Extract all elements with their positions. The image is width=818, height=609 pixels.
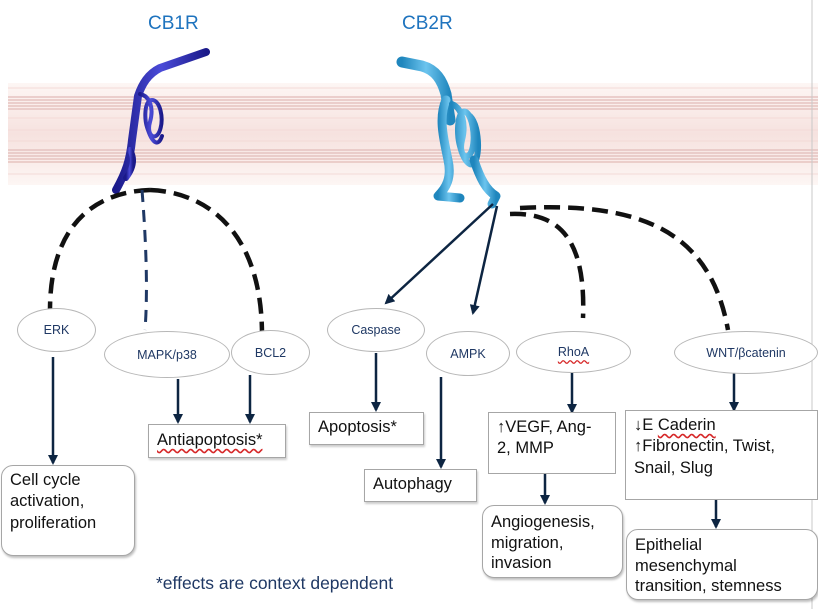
cell-membrane — [8, 0, 818, 609]
emt-line-3: transition, stemness — [635, 577, 782, 596]
cb1r-receptor-icon — [112, 48, 210, 194]
cb1r-label: CB1R — [148, 13, 199, 34]
caspase-node: Caspase — [327, 308, 425, 352]
bcl2-node: BCL2 — [231, 330, 310, 375]
angiogenesis-line-1: Angiogenesis, — [491, 513, 595, 531]
rhoa-node: RhoA — [516, 331, 631, 373]
ecad-arrow: ↓E — [634, 416, 658, 434]
antiapoptosis-label: Antiapoptosis* — [157, 431, 263, 449]
apoptosis-box: Apoptosis* — [309, 412, 424, 445]
angiogenesis-line-3: invasion — [491, 554, 552, 573]
emt-line-2: mesenchymal — [635, 556, 737, 575]
emt-outcome-box: Epithelial mesenchymal transition, stemn… — [626, 529, 818, 600]
cell-cycle-line-2: activation, — [10, 492, 85, 511]
cell-cycle-line-1: Cell cycle — [10, 471, 81, 489]
signal-arrows — [48, 203, 739, 529]
angiogenesis-line-2: migration, — [491, 533, 564, 552]
antiapoptosis-box: Antiapoptosis* — [148, 424, 286, 458]
fibro-line: ↑Fibronectin, Twist, — [634, 436, 809, 457]
cell-cycle-box: Cell cycle activation, proliferation — [1, 465, 135, 556]
ampk-node: AMPK — [426, 331, 510, 376]
snail-line: Snail, Slug — [634, 458, 713, 477]
rhoa-label: RhoA — [557, 345, 590, 359]
angiogenesis-box: Angiogenesis, migration, invasion — [482, 505, 623, 578]
fibro-arrow: ↑ — [634, 437, 643, 456]
vegf-line-1: ↑VEGF, Ang- — [497, 418, 592, 436]
cb1r-dashed-links — [47, 187, 265, 336]
cell-cycle-line-3: proliferation — [10, 513, 97, 532]
cb1r-mapk-dashed-link — [140, 189, 148, 331]
autophagy-box: Autophagy — [364, 469, 477, 502]
vegf-box: ↑VEGF, Ang- 2, MMP — [488, 412, 616, 474]
mapk-p38-node: MAPK/p38 — [104, 331, 230, 378]
cb2r-receptor-icon — [396, 56, 501, 209]
ecad-line: ↓E Caderin — [634, 415, 809, 436]
vegf-line-2: 2, MMP — [497, 439, 554, 458]
footnote: *effects are context dependent — [156, 573, 394, 593]
cb2r-dashed-links — [509, 205, 731, 331]
ecad-word: Caderin — [657, 416, 716, 434]
fibro-rest: , Twist, — [723, 437, 775, 456]
emt-line-1: Epithelial — [635, 536, 702, 554]
emt-markers-box: ↓E Caderin ↑Fibronectin, Twist, Snail, S… — [625, 410, 818, 500]
erk-node: ERK — [17, 308, 96, 352]
cb2r-label: CB2R — [402, 13, 453, 34]
fibro-word: Fibronectin — [642, 437, 724, 456]
wnt-bcatenin-node: WNT/βcatenin — [674, 331, 818, 374]
